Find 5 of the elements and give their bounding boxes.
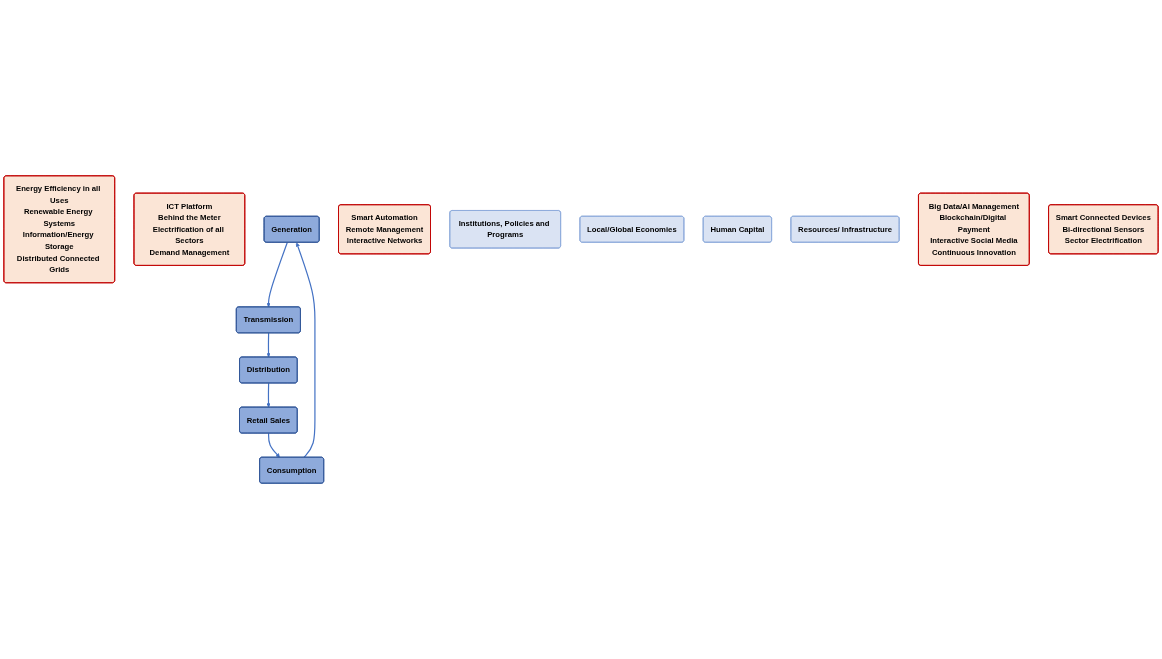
arrow [266, 332, 271, 358]
arrow [266, 241, 288, 308]
arrow [267, 432, 280, 458]
arrow [266, 382, 271, 408]
arrow [295, 242, 316, 459]
